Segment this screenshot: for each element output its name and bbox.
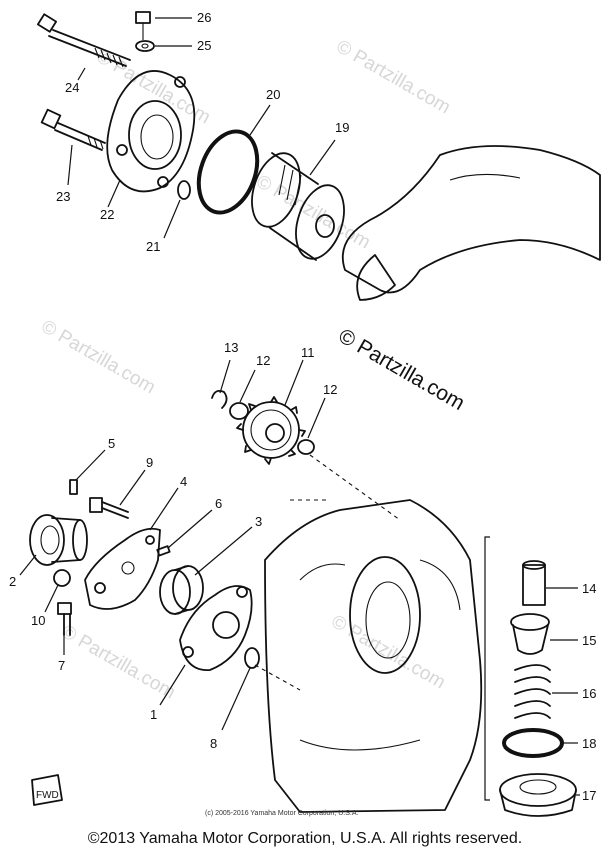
- part-18-o-ring: [502, 728, 564, 758]
- part-23-bolt: [40, 108, 106, 151]
- part-14-pin: [522, 560, 546, 606]
- watermark: © Partzilla.com: [38, 316, 159, 398]
- part-16-spring: [514, 664, 551, 719]
- part-12-washer-b: [297, 439, 315, 455]
- callout-15: 15: [582, 633, 596, 648]
- callout-9: 9: [146, 455, 153, 470]
- part-17-plug: [499, 773, 577, 817]
- callout-2: 2: [9, 574, 16, 589]
- svg-text:FWD: FWD: [36, 790, 59, 801]
- callout-18: 18: [582, 736, 596, 751]
- callout-20: 20: [266, 87, 280, 102]
- part-12-washer: [229, 402, 249, 420]
- callout-10: 10: [31, 613, 45, 628]
- part-25-washer: [135, 40, 155, 52]
- part-7-screw: [57, 602, 72, 636]
- part-19-oil-filter: [251, 152, 345, 261]
- watermark: © Partzilla.com: [328, 611, 449, 693]
- callout-6: 6: [215, 496, 222, 511]
- callout-24: 24: [65, 80, 79, 95]
- callout-3: 3: [255, 514, 262, 529]
- crankcase-lower: [264, 499, 483, 813]
- part-24-bolt: [36, 13, 131, 68]
- part-10-washer: [53, 569, 71, 587]
- callout-17: 17: [582, 788, 596, 803]
- callout-13: 13: [224, 340, 238, 355]
- callout-26: 26: [197, 10, 211, 25]
- callout-16: 16: [582, 686, 596, 701]
- part-22-filter-cover: [106, 70, 196, 193]
- part-3-rotor: [159, 565, 204, 615]
- part-26-bolt: [135, 11, 151, 40]
- part-15-valve: [510, 613, 550, 655]
- callout-19: 19: [335, 120, 349, 135]
- callout-4: 4: [180, 474, 187, 489]
- part-5-pin: [69, 479, 78, 495]
- fwd-arrow-icon: FWD: [31, 774, 63, 806]
- callout-8: 8: [210, 736, 217, 751]
- callouts: 26 25 24 23 22 21 20 19 13 12 11 12 5 9 …: [9, 10, 596, 803]
- callout-22: 22: [100, 207, 114, 222]
- callout-11: 11: [301, 345, 315, 360]
- credit-small: (c) 2005-2016 Yamaha Motor Corporation, …: [205, 810, 358, 817]
- part-8-o-ring: [244, 647, 260, 669]
- part-11-gear: [236, 396, 306, 465]
- watermark: © Partzilla.com: [58, 621, 179, 703]
- callout-14: 14: [582, 581, 596, 596]
- part-4-pump-cover: [84, 527, 161, 610]
- callout-21: 21: [146, 239, 160, 254]
- watermark: © Partzilla.com: [253, 171, 374, 253]
- footer-copyright: ©2013 Yamaha Motor Corporation, U.S.A. A…: [87, 830, 523, 847]
- callout-12b: 12: [323, 382, 337, 397]
- part-20-o-ring: [196, 129, 260, 215]
- watermark: © Partzilla.com: [333, 36, 454, 118]
- dashed-guides: [254, 454, 401, 691]
- callout-7: 7: [58, 658, 65, 673]
- part-21-o-ring: [177, 180, 191, 200]
- callout-25: 25: [197, 38, 211, 53]
- bracket-relief-valve: [484, 536, 490, 801]
- callout-1: 1: [150, 707, 157, 722]
- part-6-pin: [156, 545, 171, 557]
- part-1-pump-body: [179, 585, 253, 671]
- crankcase-fragment-upper: [341, 145, 601, 301]
- callout-5: 5: [108, 436, 115, 451]
- part-9-screw: [89, 497, 129, 519]
- part-2-drive-gear: [29, 514, 88, 566]
- part-13-clip: [211, 389, 228, 409]
- callout-12: 12: [256, 353, 270, 368]
- watermark-dark: © Partzilla.com: [335, 324, 469, 415]
- callout-23: 23: [56, 189, 70, 204]
